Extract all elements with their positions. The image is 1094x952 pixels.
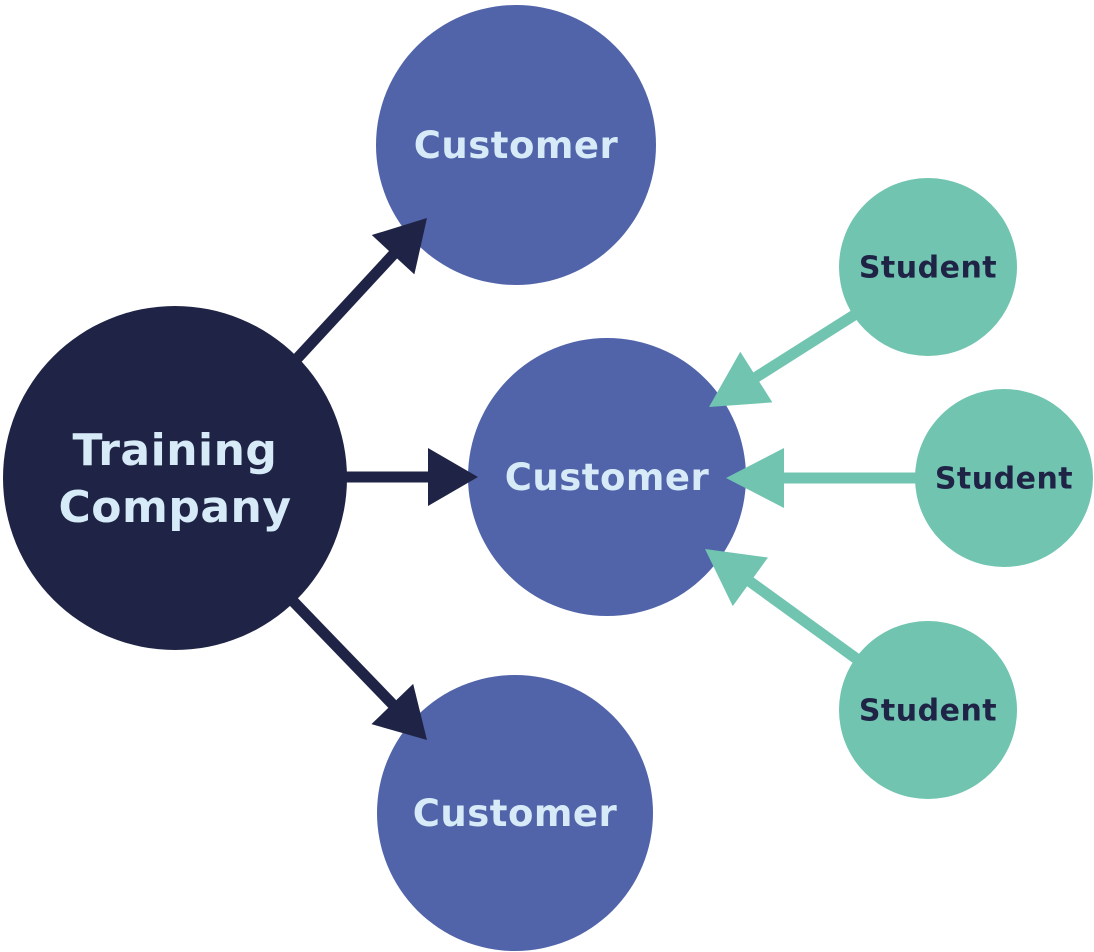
- customer-top-label: Customer: [414, 124, 619, 167]
- student-bottom-to-customer-middle-line: [745, 576, 865, 667]
- edge-training-company-to-customer-top: [288, 218, 427, 367]
- training-company-to-customer-top-line: [288, 249, 399, 367]
- student-bottom-to-customer-middle-arrowhead-icon: [705, 549, 768, 607]
- student-top-to-customer-middle-line: [751, 307, 862, 383]
- training-company-to-customer-bottom-line: [286, 594, 398, 710]
- customer-top-circle: [376, 5, 656, 285]
- student-top-label: Student: [859, 251, 997, 286]
- student-right-to-customer-middle-arrowhead-icon: [726, 448, 784, 508]
- edge-training-company-to-customer-bottom: [286, 594, 427, 740]
- student-bottom-label: Student: [859, 694, 997, 729]
- edge-student-right-to-customer-middle: [726, 448, 918, 508]
- student-right-label: Student: [935, 462, 1073, 497]
- node-customer-top: Customer: [376, 5, 656, 285]
- edge-layer: [286, 218, 918, 740]
- node-student-right: Student: [915, 389, 1093, 567]
- student-bottom-circle: [839, 621, 1017, 799]
- student-top-to-customer-middle-arrowhead-icon: [709, 351, 773, 407]
- node-student-bottom: Student: [839, 621, 1017, 799]
- training-company-to-customer-middle-arrowhead-icon: [428, 448, 478, 506]
- edge-student-bottom-to-customer-middle: [705, 549, 865, 667]
- training-company-circle: [3, 306, 347, 650]
- training-company-to-customer-bottom-arrowhead-icon: [371, 683, 427, 740]
- node-student-top: Student: [839, 178, 1017, 356]
- customer-middle-circle: [468, 338, 746, 616]
- customer-bottom-label: Customer: [413, 792, 618, 835]
- student-top-circle: [839, 178, 1017, 356]
- customer-middle-label: Customer: [505, 456, 710, 499]
- student-right-circle: [915, 389, 1093, 567]
- customer-bottom-circle: [377, 675, 653, 951]
- node-customer-bottom: Customer: [377, 675, 653, 951]
- edge-student-top-to-customer-middle: [709, 307, 862, 407]
- node-customer-middle: Customer: [468, 338, 746, 616]
- training-company-to-customer-top-arrowhead-icon: [371, 218, 427, 275]
- edge-training-company-to-customer-middle: [340, 448, 478, 506]
